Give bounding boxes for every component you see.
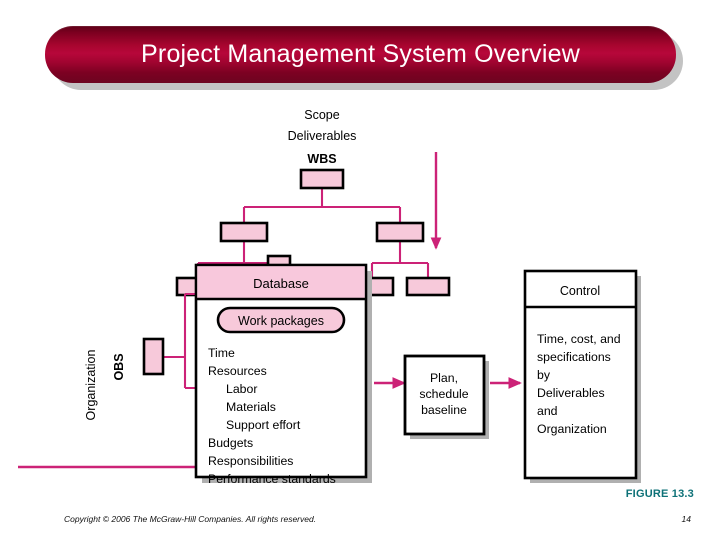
control-header-label: Control (560, 284, 600, 298)
control-line-3: by (537, 368, 551, 382)
database-item-responsibilities: Responsibilities (208, 454, 293, 468)
database-item-materials: Materials (226, 400, 276, 414)
figure-label: FIGURE 13.3 (625, 488, 694, 500)
wbs-node-leaf-5 (405, 276, 451, 297)
control-line-4: Deliverables (537, 386, 605, 400)
plan-line-3: baseline (421, 403, 467, 417)
obs-axis-label-organization: Organization (84, 350, 98, 421)
pm-system-diagram: Scope Deliverables WBS (0, 95, 720, 490)
database-item-labor: Labor (226, 382, 257, 396)
title-banner: Project Management System Overview (45, 26, 676, 83)
control-box (523, 269, 638, 480)
obs-tree-label: OBS (112, 353, 126, 380)
work-packages-oval (216, 306, 346, 334)
plan-box-text: Plan, schedule baseline (419, 371, 468, 417)
database-item-list: Time Resources Labor Materials Support e… (208, 346, 336, 486)
copyright-notice: Copyright © 2006 The McGraw-Hill Compani… (64, 514, 317, 524)
control-body-text: Time, cost, and specifications by Delive… (537, 332, 621, 436)
database-box (194, 263, 368, 479)
page-title: Project Management System Overview (141, 40, 580, 68)
database-item-budgets: Budgets (208, 436, 253, 450)
wbs-node-mid-1 (219, 221, 269, 243)
database-item-support-effort: Support effort (226, 418, 301, 432)
database-header-label: Database (253, 276, 309, 291)
plan-line-2: schedule (419, 387, 468, 401)
work-packages-label: Work packages (238, 314, 324, 328)
control-line-6: Organization (537, 422, 607, 436)
plan-line-1: Plan, (430, 371, 458, 385)
wbs-node-mid-2 (375, 221, 425, 243)
wbs-caption-wbs: WBS (307, 152, 336, 166)
obs-node-root (142, 337, 165, 376)
plan-box (403, 354, 486, 436)
database-header-fill (197, 266, 365, 300)
wbs-caption-scope: Scope (304, 108, 339, 122)
wbs-caption-deliverables: Deliverables (288, 129, 357, 143)
page-number: 14 (681, 514, 691, 524)
wbs-node-root (299, 168, 345, 190)
database-item-time: Time (208, 346, 235, 360)
control-line-5: and (537, 404, 558, 418)
database-item-resources: Resources (208, 364, 267, 378)
database-item-performance-standards: Performance standards (208, 472, 336, 486)
control-line-2: specifications (537, 350, 611, 364)
control-line-1: Time, cost, and (537, 332, 621, 346)
